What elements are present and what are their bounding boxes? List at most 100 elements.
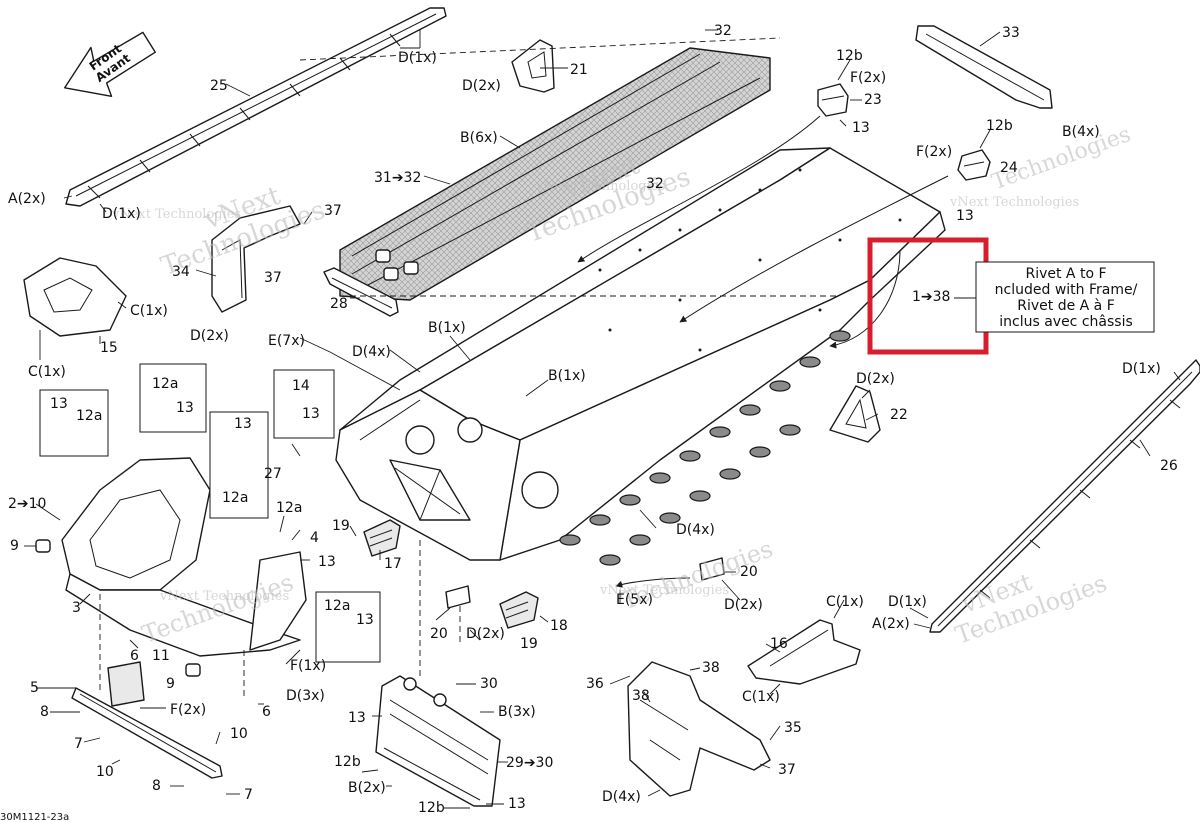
label-19: 19 xyxy=(520,636,538,652)
label-f2x: F(2x) xyxy=(916,144,952,160)
note-line-2: ncluded with Frame/ xyxy=(995,282,1138,298)
rivet-note: 1➔38 Rivet A to F ncluded with Frame/ Ri… xyxy=(867,237,1155,355)
label-14: 14 xyxy=(292,378,310,394)
note-box xyxy=(975,261,1155,333)
label-10: 10 xyxy=(96,764,114,780)
label-4: 4 xyxy=(310,530,319,546)
svg-text:vNext Technologies: vNext Technologies xyxy=(949,195,1079,210)
label-38: 38 xyxy=(632,688,650,704)
label-13: 13 xyxy=(508,796,526,812)
label-32: 32 xyxy=(714,23,732,39)
label-13: 13 xyxy=(50,396,68,412)
part-21-bracket xyxy=(511,39,555,93)
part-35-rear-bracket xyxy=(627,661,771,797)
label-12a: 12a xyxy=(276,500,302,516)
label-19: 19 xyxy=(332,518,350,534)
label-e7x: E(7x) xyxy=(268,333,305,349)
label-25: 25 xyxy=(210,78,228,94)
label-d1x: D(1x) xyxy=(888,594,927,610)
label-20: 20 xyxy=(740,564,758,580)
label-36: 36 xyxy=(586,676,604,692)
label-6: 6 xyxy=(130,648,139,664)
label-9: 9 xyxy=(166,676,175,692)
label-c1x: C(1x) xyxy=(130,303,168,319)
label-6: 6 xyxy=(262,704,271,720)
label-17: 17 xyxy=(384,556,402,572)
part-22-bracket xyxy=(829,385,881,443)
label-5: 5 xyxy=(30,680,39,696)
label-38: 38 xyxy=(702,660,720,676)
label-2-10: 2➔10 xyxy=(8,496,46,512)
label-13: 13 xyxy=(176,400,194,416)
label-7: 7 xyxy=(244,787,253,803)
part-3-front-cradle xyxy=(61,457,307,657)
label-e5x: E(5x) xyxy=(616,592,653,608)
label-18: 18 xyxy=(550,618,568,634)
part-18-footrest xyxy=(499,591,539,629)
part-26-rail xyxy=(929,359,1200,633)
label-b4x: B(4x) xyxy=(1062,124,1100,140)
label-f2x: F(2x) xyxy=(170,702,206,718)
svg-text:vNext Technologies: vNext Technologies xyxy=(599,583,729,598)
label-13: 13 xyxy=(318,554,336,570)
label-37: 37 xyxy=(264,270,282,286)
part-29-heat-exchanger xyxy=(375,675,501,807)
label-c1x: C(1x) xyxy=(742,689,780,705)
label-a2x: A(2x) xyxy=(8,191,46,207)
label-d4x: D(4x) xyxy=(602,789,641,805)
label-30: 30 xyxy=(480,676,498,692)
label-d2x: D(2x) xyxy=(190,328,229,344)
label-33: 33 xyxy=(1002,25,1020,41)
label-11: 11 xyxy=(152,648,170,664)
detail-box-13-12a xyxy=(39,363,381,663)
part-5-bumper-bar xyxy=(71,687,223,779)
label-a2x: A(2x) xyxy=(872,616,910,632)
label-20: 20 xyxy=(430,626,448,642)
label-27: 27 xyxy=(264,466,282,482)
label-21: 21 xyxy=(570,62,588,78)
label-c1x: C(1x) xyxy=(826,594,864,610)
label-8: 8 xyxy=(152,778,161,794)
label-b3x: B(3x) xyxy=(498,704,536,720)
label-32: 32 xyxy=(646,176,664,192)
label-12b: 12b xyxy=(418,800,445,816)
label-12b: 12b xyxy=(334,754,361,770)
label-3: 3 xyxy=(72,600,81,616)
label-d2x: D(2x) xyxy=(724,597,763,613)
part-28-bracket xyxy=(323,267,399,317)
label-12b: 12b xyxy=(836,48,863,64)
label-b1x: B(1x) xyxy=(548,368,586,384)
label-13: 13 xyxy=(302,406,320,422)
front-direction-arrow: Front Avant xyxy=(64,31,156,97)
leader-lines xyxy=(24,29,1181,809)
note-line-4: inclus avec châssis xyxy=(999,314,1133,330)
label-13: 13 xyxy=(234,416,252,432)
label-12a: 12a xyxy=(76,408,102,424)
part-33-rail xyxy=(915,25,1053,109)
part-15-bracket xyxy=(23,257,127,337)
label-37: 37 xyxy=(324,203,342,219)
label-13: 13 xyxy=(956,208,974,224)
label-23: 23 xyxy=(864,92,882,108)
label-24: 24 xyxy=(1000,160,1018,176)
label-b1x: B(1x) xyxy=(428,320,466,336)
label-10: 10 xyxy=(230,726,248,742)
label-13: 13 xyxy=(348,710,366,726)
label-f2x: F(2x) xyxy=(850,70,886,86)
label-16: 16 xyxy=(770,636,788,652)
diagram-code: 30M1121-23a xyxy=(0,812,69,822)
svg-text:vNext Technologies: vNext Technologies xyxy=(535,179,665,194)
label-b6x: B(6x) xyxy=(460,130,498,146)
part-16-bracket xyxy=(747,619,861,685)
label-d1x: D(1x) xyxy=(398,50,437,66)
label-31-32: 31➔32 xyxy=(374,170,421,186)
label-9: 9 xyxy=(10,538,19,554)
part-23-bracket xyxy=(817,83,849,117)
label-12a: 12a xyxy=(222,490,248,506)
part-34-bracket xyxy=(211,205,301,313)
callout-labels: 32 D(1x) 21 D(2x) 25 12b F(2x) 23 13 33 … xyxy=(0,23,1178,822)
label-34: 34 xyxy=(172,264,190,280)
label-d2x: D(2x) xyxy=(466,626,505,642)
label-d4x: D(4x) xyxy=(352,344,391,360)
